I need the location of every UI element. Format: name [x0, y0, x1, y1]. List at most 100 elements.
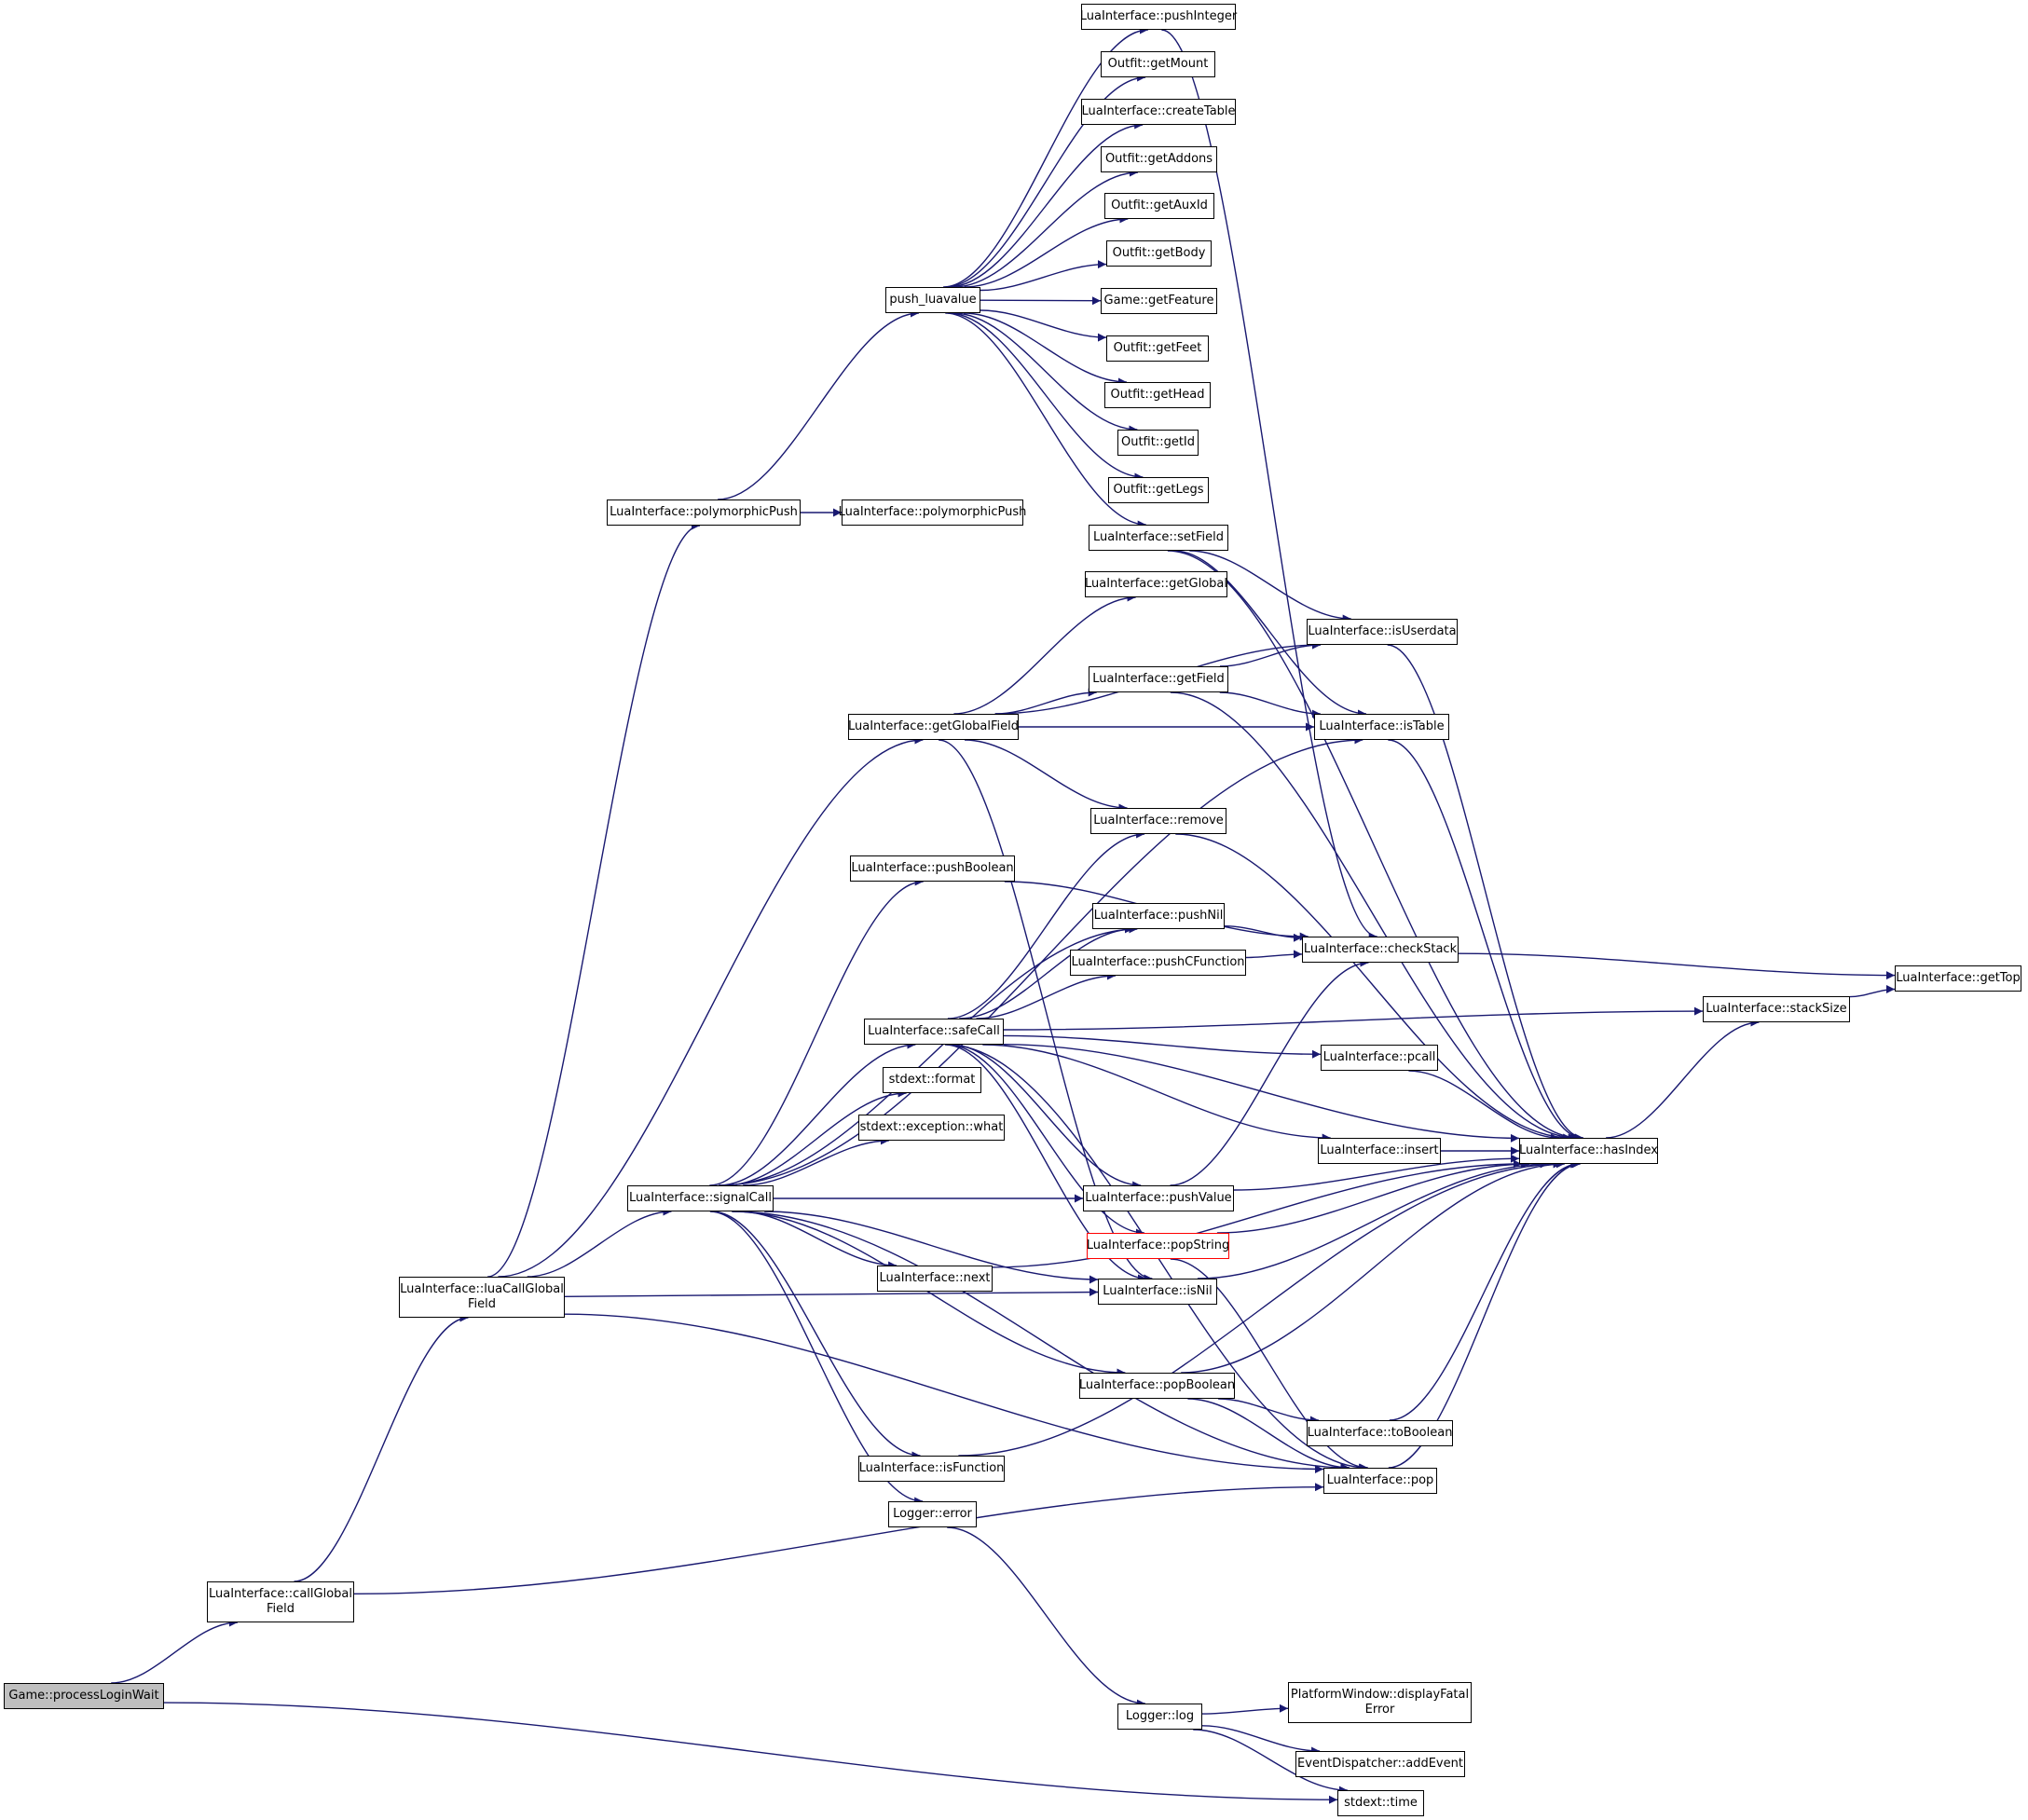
node-stdext-time[interactable]: stdext::time [1337, 1790, 1424, 1816]
node-label-line: Outfit::getBody [1112, 246, 1206, 260]
node-label-line: LuaInterface::pushValue [1085, 1191, 1232, 1205]
node-is-userdata[interactable]: LuaInterface::isUserdata [1307, 619, 1458, 645]
node-label-line: stdext::format [888, 1073, 976, 1087]
node-polymorphic-push[interactable]: LuaInterface::polymorphicPush [607, 499, 801, 526]
node-outfit-get-mount[interactable]: Outfit::getMount [1101, 51, 1215, 77]
node-label-line: Outfit::getAddons [1104, 152, 1213, 166]
node-create-table[interactable]: LuaInterface::createTable [1081, 99, 1236, 125]
node-stack-size[interactable]: LuaInterface::stackSize [1703, 996, 1850, 1022]
edge-log-to-addEvent [1201, 1725, 1321, 1756]
node-label-line: LuaInterface::stackSize [1706, 1002, 1847, 1016]
edge-signalCall-to-popBoolean [732, 1211, 1126, 1377]
node-label-line: EventDispatcher::addEvent [1297, 1757, 1463, 1771]
edge-push_luavalue-to-getAuxId [964, 214, 1129, 288]
node-is-table[interactable]: LuaInterface::isTable [1314, 714, 1449, 740]
node-push-luavalue[interactable]: push_luavalue [885, 287, 980, 313]
node-outfit-get-body[interactable]: Outfit::getBody [1106, 240, 1212, 267]
node-outfit-get-addons[interactable]: Outfit::getAddons [1101, 146, 1217, 172]
node-outfit-get-feet[interactable]: Outfit::getFeet [1106, 335, 1209, 362]
node-next[interactable]: LuaInterface::next [877, 1266, 993, 1292]
edge-safeCall-to-insert [982, 1044, 1331, 1143]
node-add-event[interactable]: EventDispatcher::addEvent [1295, 1751, 1465, 1777]
edge-push_luavalue-to-createTable [948, 120, 1144, 288]
node-logger-log[interactable]: Logger::log [1117, 1704, 1202, 1730]
node-label-line: LuaInterface::toBoolean [1307, 1426, 1453, 1440]
node-has-index[interactable]: LuaInterface::hasIndex [1519, 1138, 1658, 1164]
node-label-line: LuaInterface::pushCFunction [1071, 955, 1245, 969]
node-pop[interactable]: LuaInterface::pop [1323, 1468, 1437, 1494]
node-is-function[interactable]: LuaInterface::isFunction [858, 1456, 1005, 1482]
edge-polymorphicPush1-to-push_luavalue [718, 308, 919, 500]
node-insert[interactable]: LuaInterface::insert [1318, 1138, 1441, 1164]
node-label-line: LuaInterface::polymorphicPush [838, 505, 1027, 519]
node-label-line: Outfit::getId [1120, 435, 1196, 449]
node-signal-call[interactable]: LuaInterface::signalCall [627, 1185, 774, 1211]
edge-popBoolean-to-pop [1187, 1398, 1350, 1472]
edge-error-to-log [947, 1526, 1145, 1708]
edge-getGlobalField-to-getGlobal [953, 593, 1136, 715]
node-label-line: LuaInterface::pushNil [1093, 909, 1224, 923]
edge-remove-to-hasIndex [1175, 833, 1572, 1143]
node-safe-call[interactable]: LuaInterface::safeCall [864, 1019, 1004, 1045]
edge-getField-to-isTable [1219, 691, 1321, 718]
edge-getField-to-isUserdata [1219, 640, 1322, 667]
node-logger-error[interactable]: Logger::error [888, 1501, 977, 1527]
edge-processLoginWait-to-time [163, 1702, 1338, 1804]
node-set-field[interactable]: LuaInterface::setField [1089, 525, 1228, 551]
node-label-line: Outfit::getAuxId [1111, 198, 1208, 212]
node-is-nil[interactable]: LuaInterface::isNil [1098, 1279, 1217, 1305]
node-get-field[interactable]: LuaInterface::getField [1089, 666, 1228, 692]
edge-callGlobalField-to-pop [353, 1483, 1324, 1594]
node-game-process-login-wait[interactable]: Game::processLoginWait [4, 1683, 164, 1709]
edge-push_luavalue-to-getHead [964, 312, 1127, 387]
node-pcall[interactable]: LuaInterface::pcall [1321, 1045, 1438, 1071]
node-game-get-feature[interactable]: Game::getFeature [1101, 288, 1217, 314]
edge-hasIndex-to-stackSize [1606, 1018, 1760, 1139]
edge-getField-to-hasIndex [1170, 691, 1577, 1143]
edge-luaCallGlobalField-to-pop [564, 1313, 1324, 1473]
node-label-line: stdext::exception::what [859, 1120, 1004, 1134]
node-polymorphic-push-overload[interactable]: LuaInterface::polymorphicPush [839, 499, 1026, 526]
node-outfit-get-head[interactable]: Outfit::getHead [1104, 382, 1211, 408]
edge-push_luavalue-to-pushInteger [943, 25, 1148, 288]
edge-pushCFunction-to-checkStack [1245, 950, 1303, 959]
node-label-line: Error [1364, 1703, 1395, 1717]
edge-push_luavalue-to-getMount [945, 73, 1146, 288]
node-label-line: LuaInterface::pushBoolean [851, 861, 1014, 875]
edge-isNil-to-hasIndex [1197, 1159, 1549, 1279]
node-exception-what[interactable]: stdext::exception::what [858, 1115, 1005, 1141]
node-push-integer[interactable]: LuaInterface::pushInteger [1080, 4, 1237, 30]
edge-pushValue-to-hasIndex [1233, 1154, 1520, 1191]
node-to-boolean[interactable]: LuaInterface::toBoolean [1307, 1420, 1453, 1446]
node-outfit-get-legs[interactable]: Outfit::getLegs [1108, 477, 1209, 503]
node-get-global[interactable]: LuaInterface::getGlobal [1085, 571, 1227, 597]
edge-signalCall-to-pushBoolean [709, 877, 924, 1186]
edge-stackSize-to-getTop [1849, 985, 1896, 998]
edge-pushNil-to-checkStack [1224, 925, 1303, 942]
node-stdext-format[interactable]: stdext::format [883, 1067, 981, 1093]
edge-push_luavalue-to-getFeet [980, 309, 1107, 342]
node-get-global-field[interactable]: LuaInterface::getGlobalField [848, 714, 1019, 740]
node-outfit-get-aux-id[interactable]: Outfit::getAuxId [1104, 193, 1214, 219]
node-pop-string[interactable]: LuaInterface::popString [1087, 1233, 1229, 1259]
node-push-c-function[interactable]: LuaInterface::pushCFunction [1070, 950, 1246, 976]
edge-signalCall-to-isFunction [711, 1211, 921, 1460]
edge-push_luavalue-to-getFeature [980, 296, 1102, 306]
node-push-boolean[interactable]: LuaInterface::pushBoolean [850, 855, 1015, 882]
node-outfit-get-id[interactable]: Outfit::getId [1117, 430, 1199, 456]
node-push-value[interactable]: LuaInterface::pushValue [1083, 1185, 1234, 1211]
node-push-nil[interactable]: LuaInterface::pushNil [1092, 903, 1225, 929]
node-remove[interactable]: LuaInterface::remove [1090, 808, 1226, 834]
edge-next-to-hasIndex [992, 1159, 1522, 1268]
node-pop-boolean[interactable]: LuaInterface::popBoolean [1079, 1373, 1235, 1399]
node-check-stack[interactable]: LuaInterface::checkStack [1302, 937, 1459, 963]
node-label-line: LuaInterface::isNil [1103, 1284, 1213, 1298]
edge-isTable-to-hasIndex [1388, 739, 1583, 1143]
node-get-top[interactable]: LuaInterface::getTop [1895, 965, 2021, 992]
node-label-line: LuaInterface::popBoolean [1078, 1378, 1236, 1392]
node-label-line: LuaInterface::hasIndex [1519, 1143, 1658, 1157]
edge-push_luavalue-to-getAddons [953, 168, 1139, 288]
